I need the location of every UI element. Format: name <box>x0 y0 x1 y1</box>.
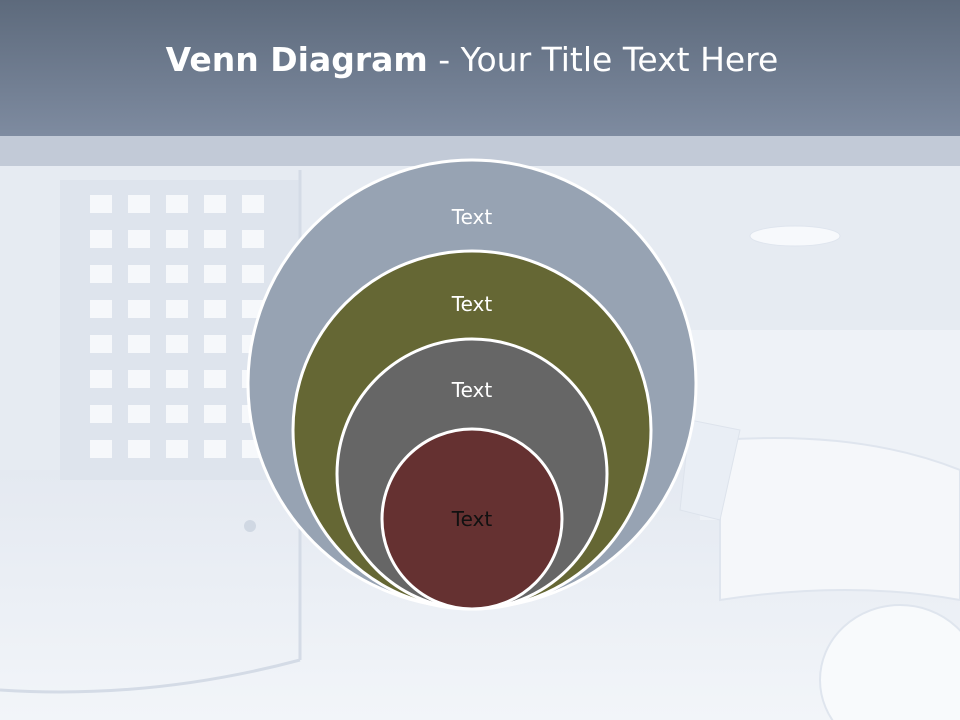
title-bold: Venn Diagram <box>165 40 428 79</box>
circle-third-label: Text <box>451 378 493 402</box>
circle-outer-label: Text <box>451 205 493 229</box>
title-rest: - Your Title Text Here <box>427 40 779 79</box>
circle-second-label: Text <box>451 292 493 316</box>
title-bar <box>0 0 960 136</box>
circle-inner[interactable] <box>380 427 564 611</box>
slide-title: Venn Diagram - Your Title Text Here <box>0 40 944 79</box>
circle-inner-label: Text <box>451 507 493 531</box>
